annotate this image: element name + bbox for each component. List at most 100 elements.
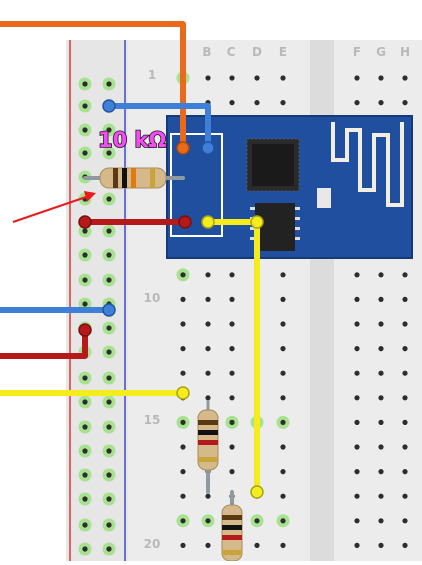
- breadboard-hole: [106, 150, 112, 156]
- column-label-h: H: [400, 45, 410, 59]
- resistor-value-label: 10 kΩ: [98, 128, 167, 152]
- breadboard-hole: [378, 321, 384, 327]
- breadboard-hole: [378, 346, 384, 352]
- breadboard-hole: [280, 296, 286, 302]
- breadboard-hole: [106, 228, 112, 234]
- breadboard-hole: [229, 469, 235, 475]
- breadboard-hole: [205, 321, 211, 327]
- breadboard-hole: [280, 518, 286, 524]
- breadboard-hole: [402, 493, 408, 499]
- breadboard-hole: [378, 469, 384, 475]
- breadboard-hole: [280, 75, 286, 81]
- breadboard-hole: [180, 272, 186, 278]
- breadboard-hole: [378, 493, 384, 499]
- breadboard-hole: [180, 419, 186, 425]
- breadboard-hole: [229, 100, 235, 106]
- breadboard-hole: [82, 448, 88, 454]
- breadboard-hole: [82, 375, 88, 381]
- breadboard-hole: [254, 75, 260, 81]
- row-label-15: 15: [144, 413, 161, 427]
- breadboard-hole: [378, 395, 384, 401]
- breadboard-hole: [82, 150, 88, 156]
- breadboard-hole: [82, 127, 88, 133]
- breadboard-hole: [378, 444, 384, 450]
- breadboard-hole: [378, 542, 384, 549]
- breadboard-hole: [354, 493, 360, 499]
- breadboard-hole: [82, 472, 88, 478]
- breadboard-hole: [106, 375, 112, 381]
- breadboard-hole: [229, 272, 235, 278]
- breadboard-hole: [106, 424, 112, 430]
- breadboard-hole: [402, 75, 408, 81]
- resistor-vertical-2: [221, 504, 243, 562]
- breadboard-hole: [205, 296, 211, 302]
- chip-die: [252, 144, 294, 186]
- flash-chip: [255, 203, 295, 251]
- breadboard-hole: [280, 469, 286, 475]
- breadboard-hole: [280, 542, 286, 549]
- breadboard-hole: [280, 419, 286, 425]
- breadboard-hole: [106, 399, 112, 405]
- breadboard-hole: [229, 370, 235, 376]
- breadboard-hole: [354, 75, 360, 81]
- breadboard-hole: [402, 100, 408, 106]
- resistor-10k: [99, 167, 167, 189]
- breadboard-hole: [254, 542, 260, 549]
- breadboard-hole: [354, 296, 360, 302]
- breadboard-hole: [354, 395, 360, 401]
- breadboard-hole: [354, 100, 360, 106]
- breadboard-hole: [82, 522, 88, 528]
- breadboard-hole: [82, 81, 88, 87]
- breadboard-hole: [354, 469, 360, 475]
- breadboard-hole: [280, 370, 286, 376]
- breadboard-hole: [229, 296, 235, 302]
- column-label-d: D: [252, 45, 262, 59]
- breadboard-hole: [180, 469, 186, 475]
- breadboard-hole: [402, 419, 408, 425]
- breadboard-hole: [402, 321, 408, 327]
- breadboard-hole: [205, 395, 211, 401]
- breadboard-hole: [180, 321, 186, 327]
- breadboard-hole: [378, 272, 384, 278]
- column-label-c: C: [227, 45, 236, 59]
- breadboard-hole: [205, 518, 211, 524]
- pointer-arrow: [12, 191, 96, 223]
- breadboard-hole: [205, 346, 211, 352]
- breadboard-hole: [82, 277, 88, 283]
- breadboard-hole: [106, 522, 112, 528]
- breadboard-hole: [354, 346, 360, 352]
- breadboard-hole: [180, 444, 186, 450]
- esp-module: [166, 115, 413, 259]
- breadboard-hole: [106, 546, 112, 552]
- breadboard-hole: [402, 469, 408, 475]
- breadboard-hole: [106, 81, 112, 87]
- breadboard-hole: [205, 75, 211, 81]
- breadboard-hole: [106, 496, 112, 502]
- breadboard-hole: [354, 518, 360, 524]
- column-label-b: B: [202, 45, 211, 59]
- breadboard-hole: [254, 100, 260, 106]
- breadboard-hole: [229, 419, 235, 425]
- breadboard-hole: [82, 228, 88, 234]
- breadboard-hole: [402, 518, 408, 524]
- breadboard-hole: [82, 496, 88, 502]
- breadboard-hole: [106, 277, 112, 283]
- breadboard-hole: [354, 321, 360, 327]
- breadboard-hole: [354, 370, 360, 376]
- breadboard-hole: [106, 472, 112, 478]
- breadboard-hole: [106, 252, 112, 258]
- breadboard-hole: [280, 346, 286, 352]
- breadboard-hole: [82, 546, 88, 552]
- breadboard-hole: [354, 444, 360, 450]
- breadboard-hole: [180, 296, 186, 302]
- breadboard-hole: [378, 75, 384, 81]
- breadboard-hole: [82, 103, 88, 109]
- pin-header-outline: [170, 133, 223, 237]
- breadboard-hole: [106, 127, 112, 133]
- row-label-1: 1: [148, 68, 156, 82]
- breadboard-hole: [280, 321, 286, 327]
- breadboard-hole: [378, 370, 384, 376]
- breadboard-hole: [180, 370, 186, 376]
- row-label-20: 20: [144, 537, 161, 551]
